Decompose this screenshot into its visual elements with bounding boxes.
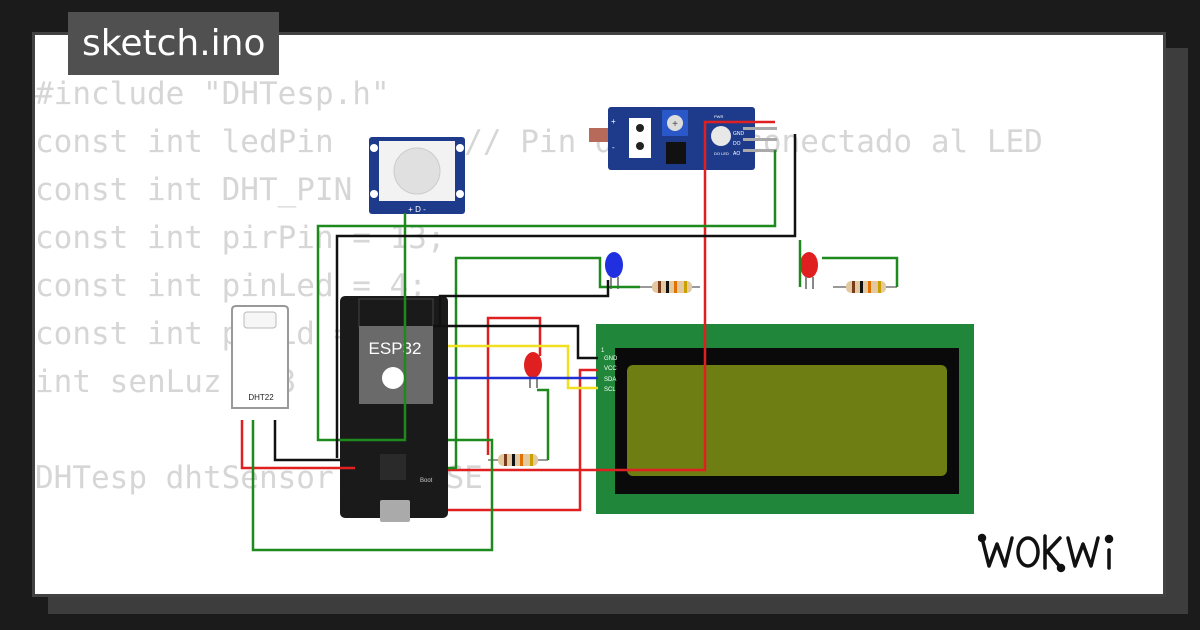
dht-label: DHT22 xyxy=(248,393,274,402)
ldr-pin-label: GND xyxy=(733,131,745,137)
wire-black xyxy=(438,280,610,326)
wires xyxy=(240,120,899,552)
pir-pin-label: + D - xyxy=(408,205,426,214)
ldr-do-label: DO LED xyxy=(714,151,729,156)
code-line: #include "DHTesp.h" xyxy=(35,76,390,112)
wire-red xyxy=(448,368,598,512)
boot-label: Boot xyxy=(420,478,433,484)
wire-black xyxy=(433,324,598,360)
dht22-sensor[interactable]: DHT22 xyxy=(231,305,289,409)
resistor[interactable] xyxy=(833,281,897,293)
ldr-vcc-label: + xyxy=(611,117,616,126)
mcu-label: ESP32 xyxy=(369,339,422,358)
lcd-pin-label: SCL xyxy=(604,387,616,393)
lcd-pin-label: 1 xyxy=(601,348,605,354)
lcd-display[interactable]: 1 GND VCC SDA SCL xyxy=(596,324,974,514)
code-background: #include "DHTesp.h"const int ledPin // P… xyxy=(35,70,1043,502)
resistor[interactable] xyxy=(488,454,548,466)
ldr-module[interactable]: + - + PWR DO LED GND DO AO xyxy=(589,107,777,170)
wire-black xyxy=(273,420,340,462)
photoresistor xyxy=(589,128,608,142)
wire-red xyxy=(486,316,542,455)
wire-red xyxy=(448,120,775,472)
file-title: sketch.ino xyxy=(68,12,280,75)
ldr-pin-label: DO xyxy=(733,141,741,147)
wire-red xyxy=(240,420,355,470)
wire-green xyxy=(316,150,777,442)
wire-black xyxy=(335,134,797,458)
pir-sensor[interactable]: + D - xyxy=(369,137,465,214)
wokwi-logo xyxy=(978,533,1114,573)
resistor[interactable] xyxy=(640,281,700,293)
wire-yellow xyxy=(448,344,598,390)
lcd-pin-label: VCC xyxy=(604,366,617,372)
led-red-2[interactable] xyxy=(524,352,542,388)
code-line: const int pinLed = 4; xyxy=(35,268,427,304)
lcd-pin-label: SDA xyxy=(604,377,616,383)
ldr-pwr-label: PWR xyxy=(714,114,723,119)
wire-green xyxy=(537,388,550,460)
wire-green xyxy=(822,256,899,287)
lcd-pin-label: GND xyxy=(604,356,618,362)
led-red-1[interactable] xyxy=(800,252,818,289)
wire-green xyxy=(251,420,494,552)
ldr-gnd-label: - xyxy=(612,143,615,152)
wire-green xyxy=(448,256,640,470)
svg-text:+: + xyxy=(672,119,678,130)
usb-port xyxy=(380,500,410,522)
esp32-board[interactable]: ESP32 Boot xyxy=(340,296,448,522)
ldr-pin-label: AO xyxy=(733,151,740,157)
